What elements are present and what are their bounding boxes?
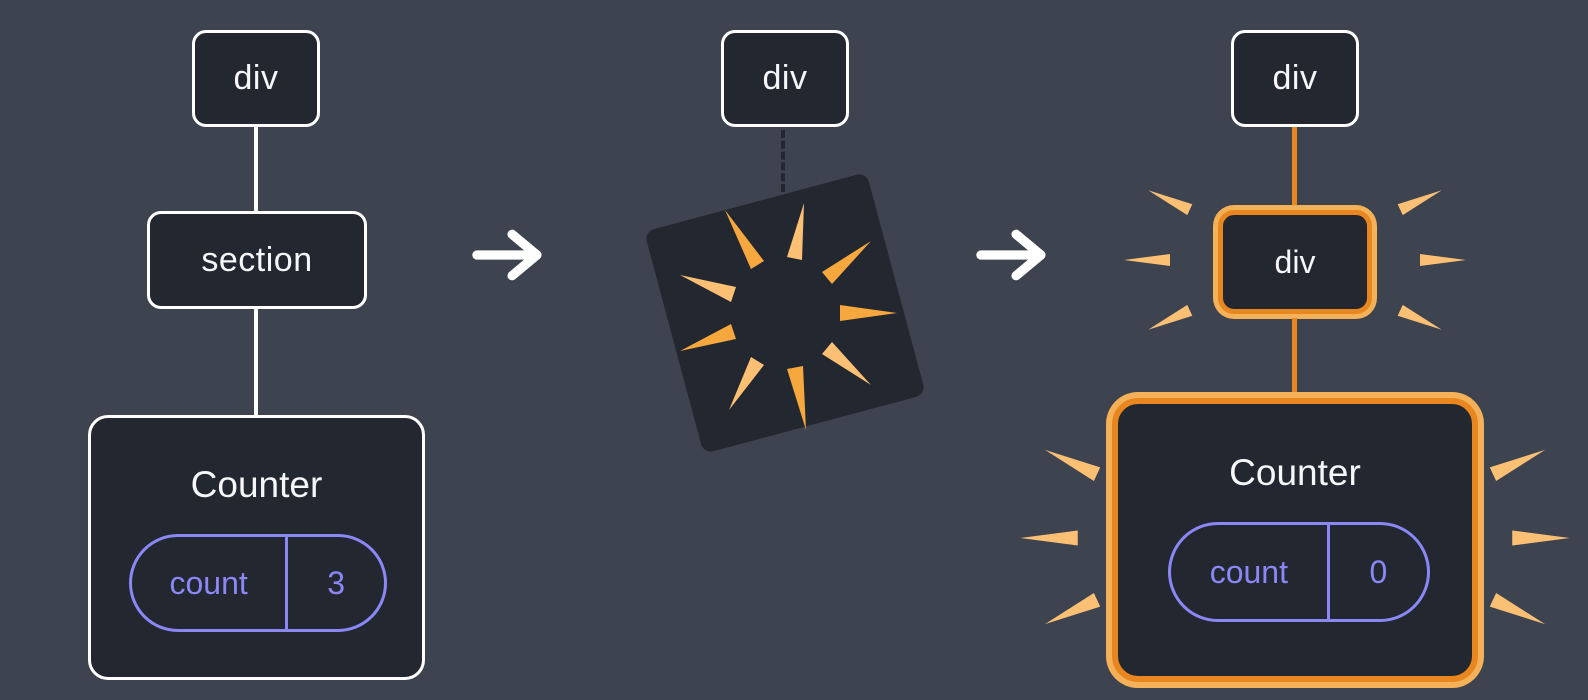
sparkle-burst-icon: [1397, 304, 1442, 330]
sparkle-burst-icon: [1148, 304, 1193, 330]
poof-root-label: div: [762, 59, 808, 97]
after-div-label: div: [1274, 243, 1316, 280]
sparkle-burst-icon: [1044, 593, 1101, 625]
before-connector-child-component: [254, 309, 258, 416]
sparkle-burst-icon: [1397, 190, 1442, 216]
after-state-pill: count 0: [1168, 522, 1430, 622]
sparkle-burst-icon: [1420, 254, 1466, 266]
before-section-label: section: [201, 240, 313, 279]
poof-explosion-icon: [646, 174, 924, 452]
sparkle-burst-icon: [1020, 530, 1078, 546]
sparkle-burst-icon: [1489, 593, 1546, 625]
sparkle-burst-icon: [1512, 530, 1570, 546]
before-root-label: div: [233, 59, 279, 97]
after-state-value: 0: [1369, 553, 1388, 590]
poof-dashed-connector: [781, 130, 785, 192]
right-arrow-icon: [472, 229, 542, 281]
after-counter-label: Counter: [1229, 452, 1361, 493]
right-arrow-icon: [976, 229, 1046, 281]
before-counter-node: Counter count 3: [88, 415, 425, 680]
after-div-node-highlighted: div: [1218, 210, 1372, 314]
before-state-key: count: [132, 537, 289, 629]
before-section-node: section: [147, 211, 367, 309]
before-root-node: div: [192, 30, 320, 127]
after-root-label: div: [1272, 59, 1318, 97]
poof-root-node: div: [721, 30, 849, 127]
sparkle-burst-icon: [1124, 254, 1170, 266]
before-connector-root-child: [254, 127, 258, 212]
after-connector-root-child: [1292, 127, 1297, 212]
sparkle-burst-icon: [1044, 449, 1101, 481]
after-root-node: div: [1231, 30, 1359, 127]
sparkle-burst-icon: [1148, 190, 1193, 216]
after-connector-child-component: [1292, 318, 1297, 398]
before-state-value: 3: [327, 564, 346, 601]
after-state-key: count: [1171, 525, 1330, 619]
sparkle-burst-icon: [1489, 449, 1546, 481]
before-counter-label: Counter: [190, 464, 323, 505]
before-state-pill: count 3: [129, 534, 387, 632]
after-counter-node-highlighted: Counter count 0: [1112, 398, 1478, 682]
